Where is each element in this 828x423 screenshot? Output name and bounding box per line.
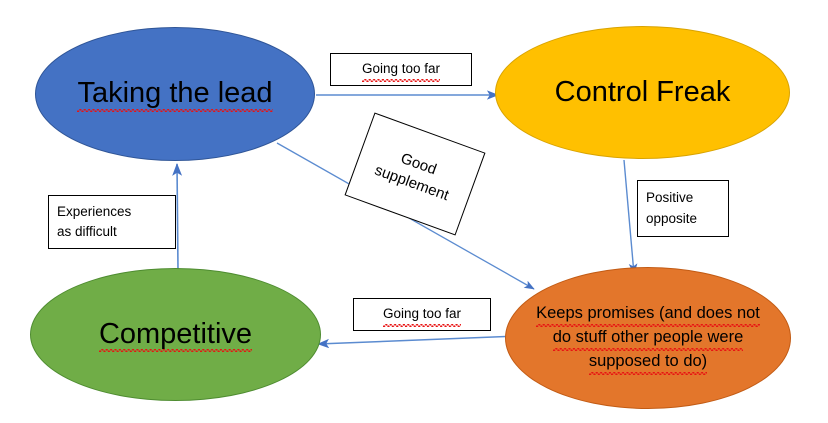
node-label-line-2: do stuff other people were	[552, 326, 743, 351]
node-label: Competitive	[91, 317, 260, 353]
edge-label-experiences-as-difficult[interactable]: Experiences as difficult	[48, 195, 176, 249]
edge-label-going-too-far-top[interactable]: Going too far	[330, 53, 472, 86]
node-label-text: Taking the lead	[77, 77, 273, 113]
node-label-line-3: supposed to do)	[588, 350, 708, 375]
edge-label-positive-opposite[interactable]: Positive opposite	[637, 180, 729, 237]
node-label: Taking the lead	[69, 77, 280, 113]
node-control-freak[interactable]: Control Freak	[495, 26, 790, 159]
node-label: Control Freak	[554, 75, 731, 108]
edge-label-inner: Going too far	[382, 304, 462, 327]
edge-competitive-to-taking-the-lead	[172, 163, 183, 271]
edge-label-text: Going too far	[354, 56, 448, 82]
edge-label-text: Going too far	[375, 301, 469, 327]
node-taking-the-lead[interactable]: Taking the lead	[35, 27, 315, 161]
edge-control-freak-to-keeps-promises	[623, 159, 638, 275]
node-label-text: Competitive	[98, 317, 253, 353]
edge-label-going-too-far-bottom[interactable]: Going too far	[353, 298, 491, 331]
edge-label-text: Good supplement	[372, 149, 452, 205]
node-label-line-1: Keeps promises (and does not	[536, 302, 760, 327]
edge-keeps-promises-to-competitive	[317, 335, 521, 349]
edge-label-inner: Going too far	[361, 59, 441, 82]
edge-label-text: Positive opposite	[646, 190, 698, 226]
edge-label-text: Experiences as difficult	[57, 203, 132, 239]
node-competitive[interactable]: Competitive	[30, 268, 321, 401]
